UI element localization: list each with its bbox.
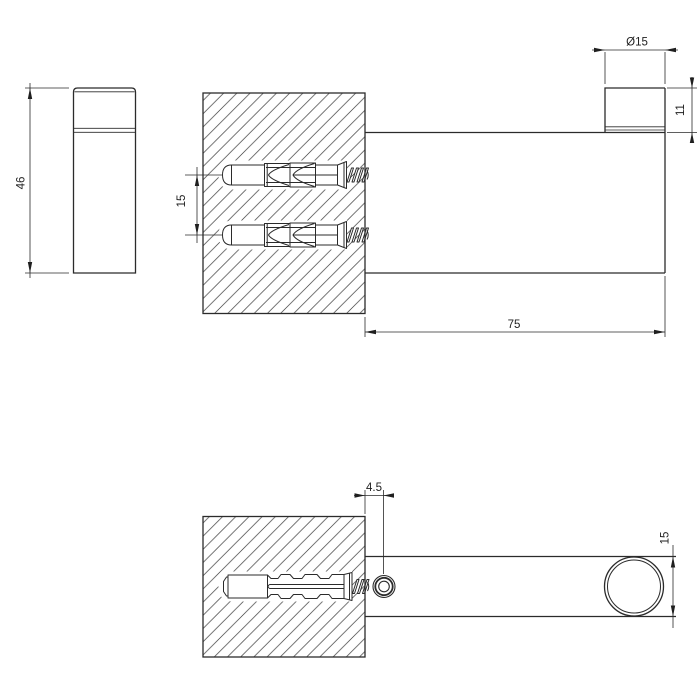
wall-section-front-hatch xyxy=(203,93,365,314)
knob-profile xyxy=(604,87,665,133)
hook-body-profile xyxy=(365,88,666,274)
side-view-body-outline xyxy=(72,87,137,274)
wall-section-plan-outline xyxy=(202,515,366,658)
dim-knob-diameter: Ø15 xyxy=(592,37,678,84)
plan-section-view: 4.5 15 xyxy=(202,482,676,658)
hook-body-plan-edges xyxy=(365,555,676,618)
dim-knob-height: 11 xyxy=(667,77,697,143)
dim-plate-offset-label: 4.5 xyxy=(366,482,382,494)
wall-section-front-outline xyxy=(202,92,366,315)
dim-anchor-spacing: 15 xyxy=(176,167,222,243)
side-view: 46 xyxy=(16,83,137,278)
screw-head-end-view xyxy=(372,574,396,599)
dim-overall-height-label: 46 xyxy=(16,177,28,190)
dim-knob-height-label: 11 xyxy=(675,104,687,116)
dim-knob-diameter-label: Ø15 xyxy=(626,37,648,49)
wall-plug-upper xyxy=(218,160,369,190)
dim-body-diameter-label: 15 xyxy=(660,532,672,545)
side-view-cap-seam xyxy=(73,91,136,133)
knob-end-view xyxy=(603,556,665,617)
dim-anchor-spacing-label: 15 xyxy=(176,195,188,208)
front-section-view: 15 Ø15 11 75 xyxy=(176,37,697,337)
dim-overall-height: 46 xyxy=(16,83,69,278)
dim-projection-label: 75 xyxy=(508,319,521,331)
wall-plug-plan xyxy=(218,571,370,602)
dim-projection: 75 xyxy=(364,276,666,337)
wall-plug-lower xyxy=(218,220,369,250)
dim-plate-offset: 4.5 xyxy=(354,482,394,574)
dim-body-diameter: 15 xyxy=(660,532,676,628)
knob-seam xyxy=(605,126,665,131)
